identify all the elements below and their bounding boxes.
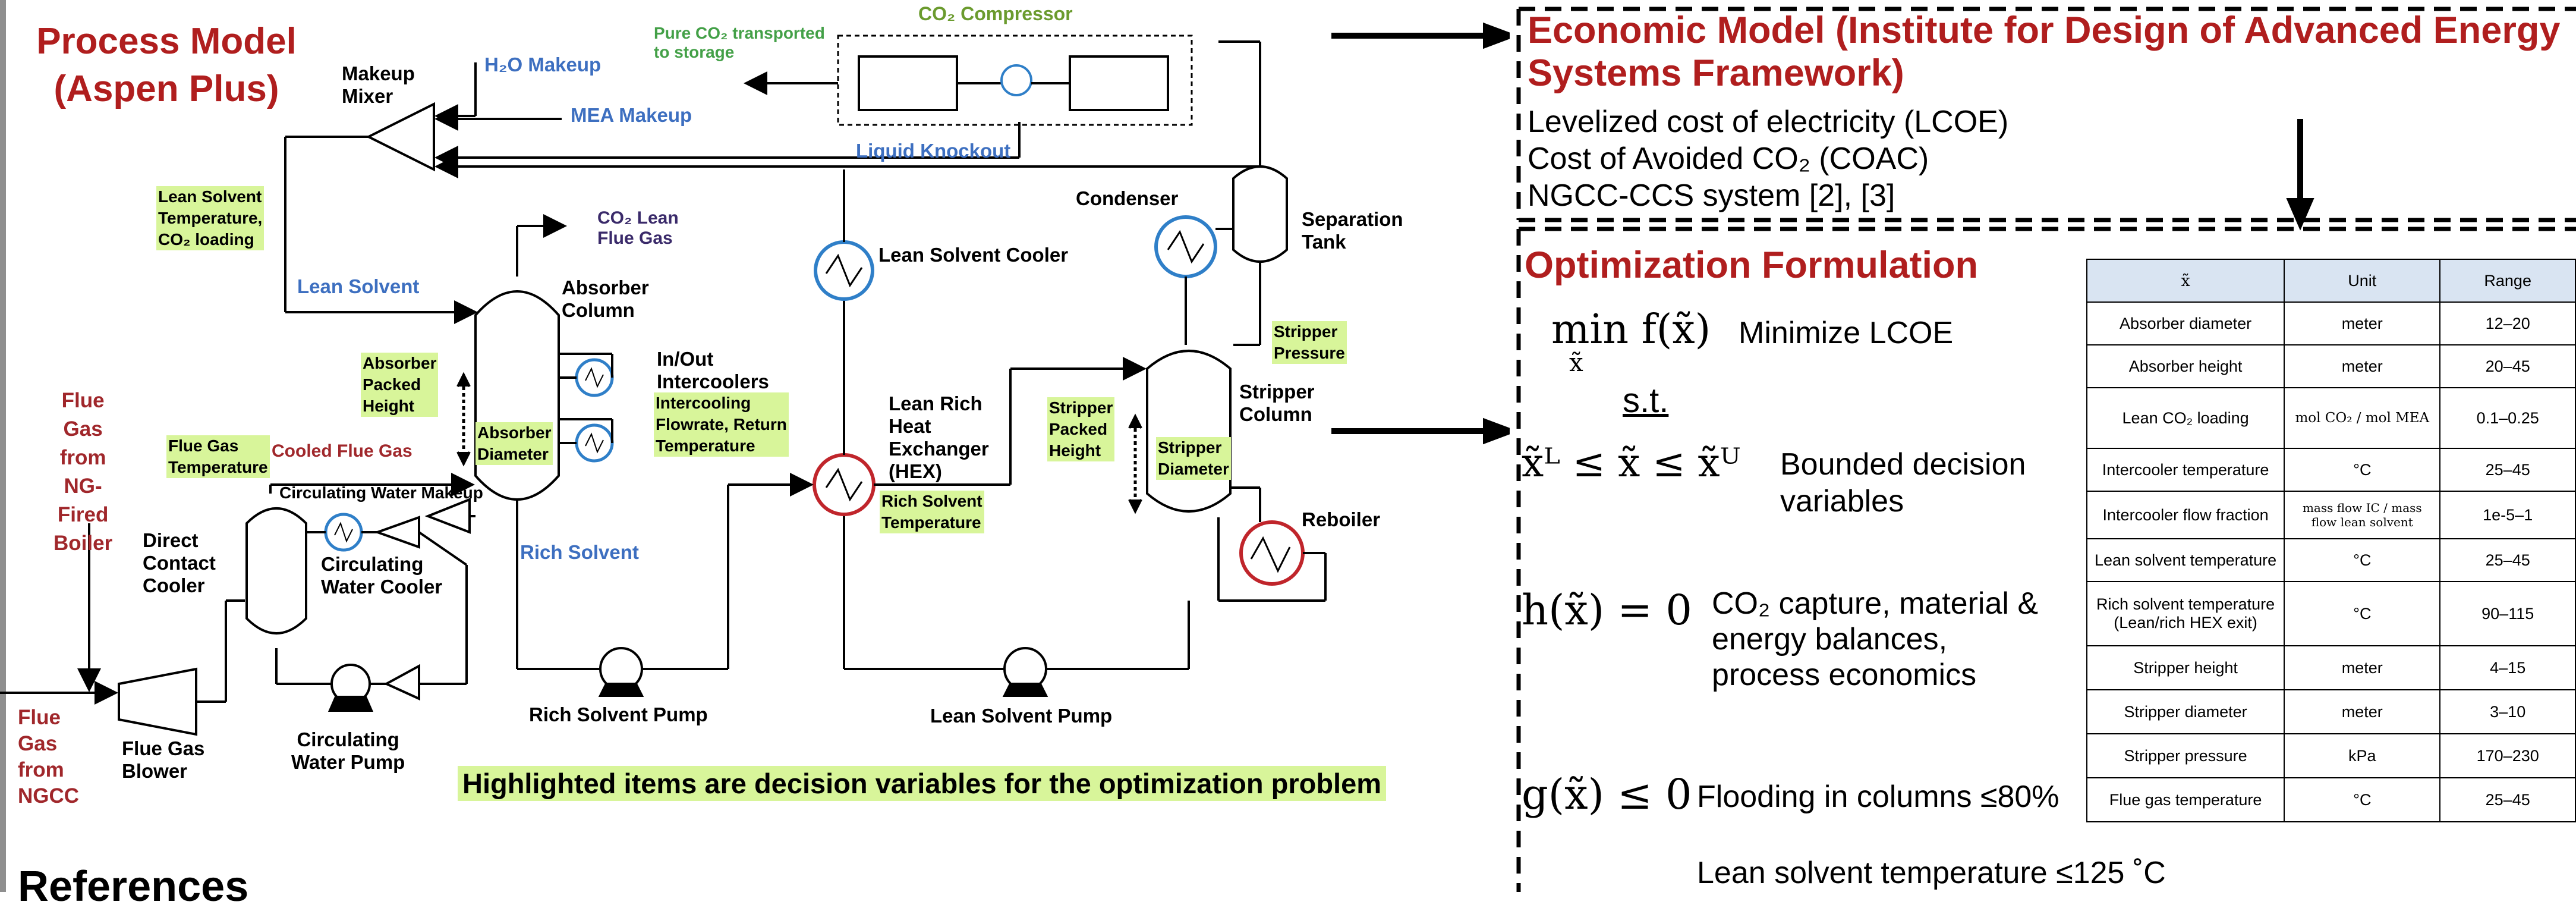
econ-item-lcoe: Levelized cost of electricity (LCOE) xyxy=(1528,105,2009,139)
table-row: Intercooler flow fraction mass flow IC /… xyxy=(2086,491,2576,539)
table-row: Stripper height meter 4–15 xyxy=(2086,645,2576,690)
economic-model-title: Economic Model (Institute for Design of … xyxy=(1528,10,2561,94)
table-header-variable: x̃ xyxy=(2086,259,2285,303)
left-edge-bar xyxy=(0,0,6,892)
objective-description: Minimize LCOE xyxy=(1739,316,1954,350)
hl-absorber-diameter: Absorber Diameter xyxy=(475,422,553,465)
subject-to-label: s.t. xyxy=(1623,381,1669,420)
equality-description: CO₂ capture, material &energy balances,p… xyxy=(1712,586,2039,692)
hl-absorber-packed-height: Absorber Packed Height xyxy=(361,353,439,417)
hl-stripper-packed-height: Stripper Packed Height xyxy=(1047,397,1115,461)
hl-rich-solvent-temp: Rich Solvent Temperature xyxy=(880,491,984,533)
circ-water-makeup-label: Circulating Water Makeup xyxy=(279,483,483,502)
bounds-formula: x̃ᴸ ≤ x̃ ≤ x̃ᵁ xyxy=(1522,440,1741,486)
co2-compressor-label: CO₂ Compressor xyxy=(918,3,1073,24)
co2-compressor-box xyxy=(837,34,1193,126)
hl-intercooling: Intercooling Flowrate, Return Temperatur… xyxy=(654,392,789,457)
hl-lean-solvent-temp: Lean Solvent Temperature, CO₂ loading xyxy=(156,186,264,250)
table-header-range: Range xyxy=(2439,259,2576,303)
objective-subscript: x̃ xyxy=(1569,348,1583,377)
liquid-knockout-label: Liquid Knockout xyxy=(856,140,1011,162)
table-header-unit: Unit xyxy=(2284,259,2441,303)
table-row: Lean solvent temperature °C 25–45 xyxy=(2086,538,2576,582)
optimization-title: Optimization Formulation xyxy=(1525,244,1978,286)
table-row: Stripper pressure kPa 170–230 xyxy=(2086,733,2576,778)
hl-stripper-diameter: Stripper Diameter xyxy=(1156,437,1231,480)
table-row: Absorber height meter 20–45 xyxy=(2086,344,2576,388)
references-heading: References xyxy=(18,863,249,910)
mea-makeup-label: MEA Makeup xyxy=(571,104,692,126)
inequality-description: Flooding in columns ≤80% xyxy=(1697,780,2059,814)
cooled-flue-gas-label: Cooled Flue Gas xyxy=(272,441,412,461)
reboiler-label: Reboiler xyxy=(1302,508,1381,530)
lean-solvent-cooler-label: Lean Solvent Cooler xyxy=(878,244,1069,266)
h2o-makeup-label: H₂O Makeup xyxy=(484,54,602,76)
table-row: Lean CO₂ loading mol CO₂ / mol MEA 0.1–0… xyxy=(2086,387,2576,449)
right-panel-dashed-frames xyxy=(1516,7,2576,892)
table-row: Absorber diameter meter 12–20 xyxy=(2086,301,2576,345)
inequality-description-2: Lean solvent temperature ≤125 ˚C xyxy=(1697,856,2166,890)
lean-solvent-pump-label: Lean Solvent Pump xyxy=(930,705,1113,727)
rich-solvent-label: Rich Solvent xyxy=(520,541,639,563)
table-row: Stripper diameter meter 3–10 xyxy=(2086,689,2576,734)
makeup-mixer xyxy=(366,102,435,172)
table-row: Flue gas temperature °C 25–45 xyxy=(2086,777,2576,822)
process-model-title: Process Model (Aspen Plus) xyxy=(36,21,297,109)
econ-item-coac: Cost of Avoided CO₂ (COAC) xyxy=(1528,142,1929,176)
inequality-formula: g(x̃) ≤ 0 xyxy=(1522,770,1692,819)
decision-variables-note: Highlighted items are decision variables… xyxy=(458,766,1387,801)
hl-stripper-pressure: Stripper Pressure xyxy=(1272,321,1347,364)
table-row: Intercooler temperature °C 25–45 xyxy=(2086,448,2576,492)
lean-solvent-label: Lean Solvent xyxy=(297,275,420,297)
rich-solvent-pump-label: Rich Solvent Pump xyxy=(529,703,708,725)
hl-flue-gas-temp: Flue Gas Temperature xyxy=(166,435,270,478)
decision-variable-range-table: x̃ Unit Range Absorber diameter meter 12… xyxy=(2086,259,2576,822)
condenser-label: Condenser xyxy=(1076,187,1179,209)
table-row: Rich solvent temperature (Lean/rich HEX … xyxy=(2086,581,2576,646)
equality-formula: h(x̃) = 0 xyxy=(1522,586,1692,634)
econ-item-ngcc-ccs: NGCC-CCS system [2], [3] xyxy=(1528,178,1895,213)
objective-formula: min f(x̃) xyxy=(1551,306,1711,353)
